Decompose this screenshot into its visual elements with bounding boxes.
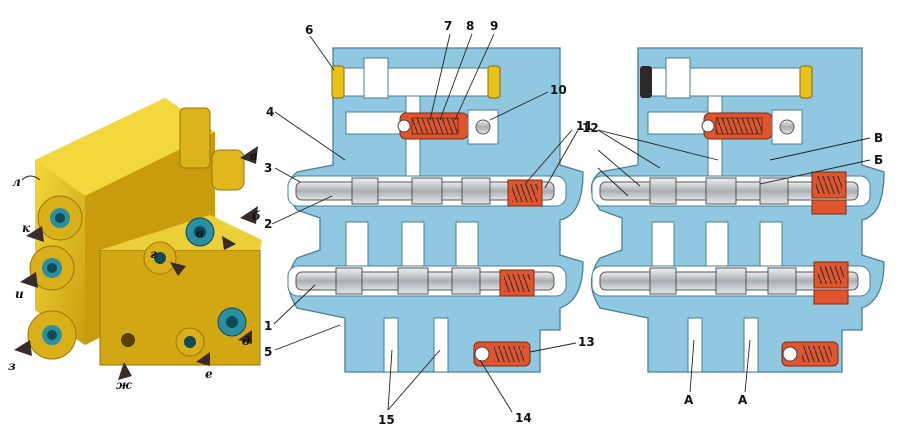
port-label-l: л (12, 175, 21, 189)
callout-4: 4 (266, 105, 274, 119)
distributor-3d-view: а б в г д е ж з и к л (8, 98, 262, 392)
port-label-zh: ж (116, 378, 132, 392)
fitting-z (27, 310, 77, 360)
label-V: В (874, 131, 883, 145)
distributor-section-view-alt (590, 47, 885, 373)
port-label-e: е (205, 367, 213, 381)
relief-valve-7-9 (397, 112, 469, 140)
callout-13: 13 (578, 335, 595, 349)
port-label-a: а (250, 149, 258, 163)
fitting-g (143, 241, 177, 275)
label-B: Б (874, 153, 883, 167)
fitting-e (175, 327, 205, 357)
lower-spring-cap-alt (813, 261, 849, 305)
callout-12-label: 12 (582, 121, 599, 135)
callout-5: 5 (264, 345, 272, 359)
fitting-b (185, 217, 215, 247)
lower-spool-alt (591, 265, 871, 297)
upper-spool-alt (591, 175, 871, 207)
callout-2: 2 (264, 217, 272, 231)
right-labels: 12 В Б А А (582, 121, 883, 407)
port-label-d: д (242, 334, 250, 348)
callout-1: 1 (264, 319, 272, 333)
callout-numbers: 6 7 8 9 10 4 11 3 2 1 5 13 14 15 12 (264, 19, 595, 427)
distributor-section-view (287, 47, 584, 373)
fitting-i (29, 245, 75, 291)
valve-13-14 (473, 341, 531, 367)
valve-alt-lower (781, 341, 839, 367)
callout-9: 9 (490, 19, 498, 33)
callout-15: 15 (378, 413, 395, 427)
port-label-i: и (15, 287, 24, 301)
port-label-k: к (22, 221, 31, 235)
relief-valve-alt (701, 112, 773, 140)
callout-3: 3 (264, 161, 272, 175)
port-label-v: в (196, 226, 204, 240)
upper-spool (287, 175, 567, 207)
lower-spool (287, 265, 567, 297)
callout-6: 6 (305, 23, 313, 37)
port-label-b: б (252, 209, 261, 223)
flow-arrows (14, 146, 258, 380)
fitting-d (217, 307, 247, 337)
callout-10: 10 (550, 83, 567, 97)
label-A-2: А (738, 393, 748, 407)
upper-spring-cap-alt (811, 171, 847, 215)
callout-leaders (271, 33, 579, 413)
callout-7: 7 (444, 19, 452, 33)
upper-spring-cap (507, 179, 543, 207)
callout-8: 8 (466, 19, 474, 33)
right-leaders (597, 129, 871, 393)
port-label-g: г (150, 247, 157, 261)
port-label-z: з (8, 359, 16, 373)
fitting-k (37, 195, 83, 241)
callout-14: 14 (515, 411, 532, 425)
label-A-1: А (684, 393, 694, 407)
lower-spring-cap (499, 269, 535, 297)
callout-11: 11 (576, 119, 593, 133)
